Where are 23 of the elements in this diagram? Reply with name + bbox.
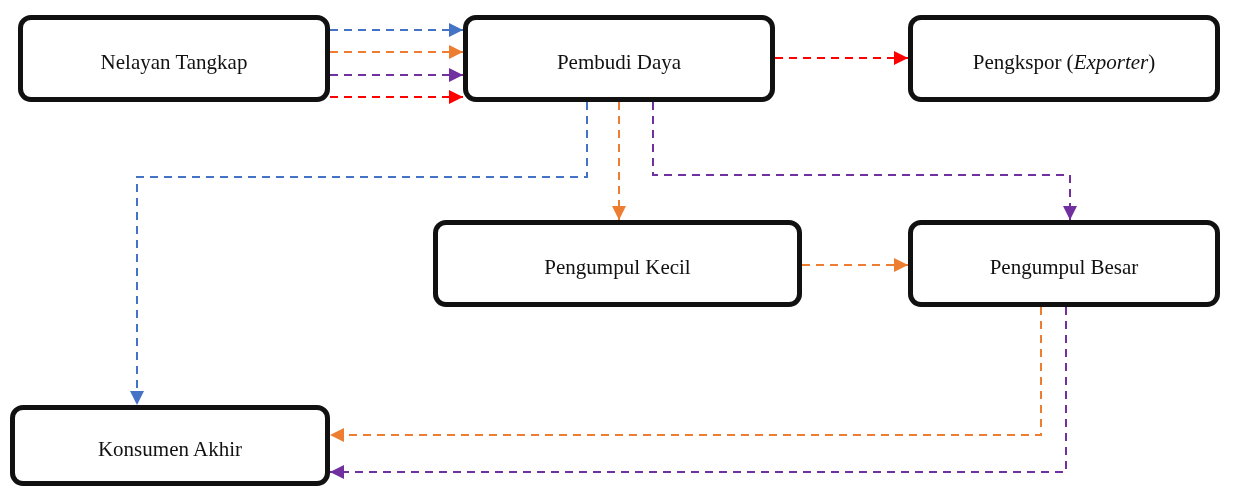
box-label: Konsumen Akhir (97, 437, 243, 462)
dashed-arrow (329, 306, 1067, 479)
dashed-arrow (652, 101, 1077, 221)
process-box (908, 220, 1220, 307)
box-label: Pengkspor (Exporter) (972, 50, 1156, 75)
dashed-arrow (612, 101, 626, 221)
box-label: Nelayan Tangkap (100, 50, 248, 75)
dashed-arrow (801, 258, 909, 272)
dashed-arrow (329, 306, 1042, 442)
dashed-arrow (329, 68, 464, 82)
process-box (463, 15, 775, 102)
process-box (908, 15, 1220, 102)
process-box (433, 220, 802, 307)
dashed-arrow (130, 101, 588, 406)
dashed-arrow (774, 51, 909, 65)
dashed-arrow (329, 23, 464, 37)
dashed-arrow (329, 45, 464, 59)
dashed-arrow (329, 90, 464, 104)
box-label: Pembudi Daya (556, 50, 682, 75)
box-label: Pengumpul Besar (989, 255, 1139, 280)
process-box (18, 15, 330, 102)
process-box (10, 405, 330, 486)
box-label: Pengumpul Kecil (544, 255, 691, 280)
